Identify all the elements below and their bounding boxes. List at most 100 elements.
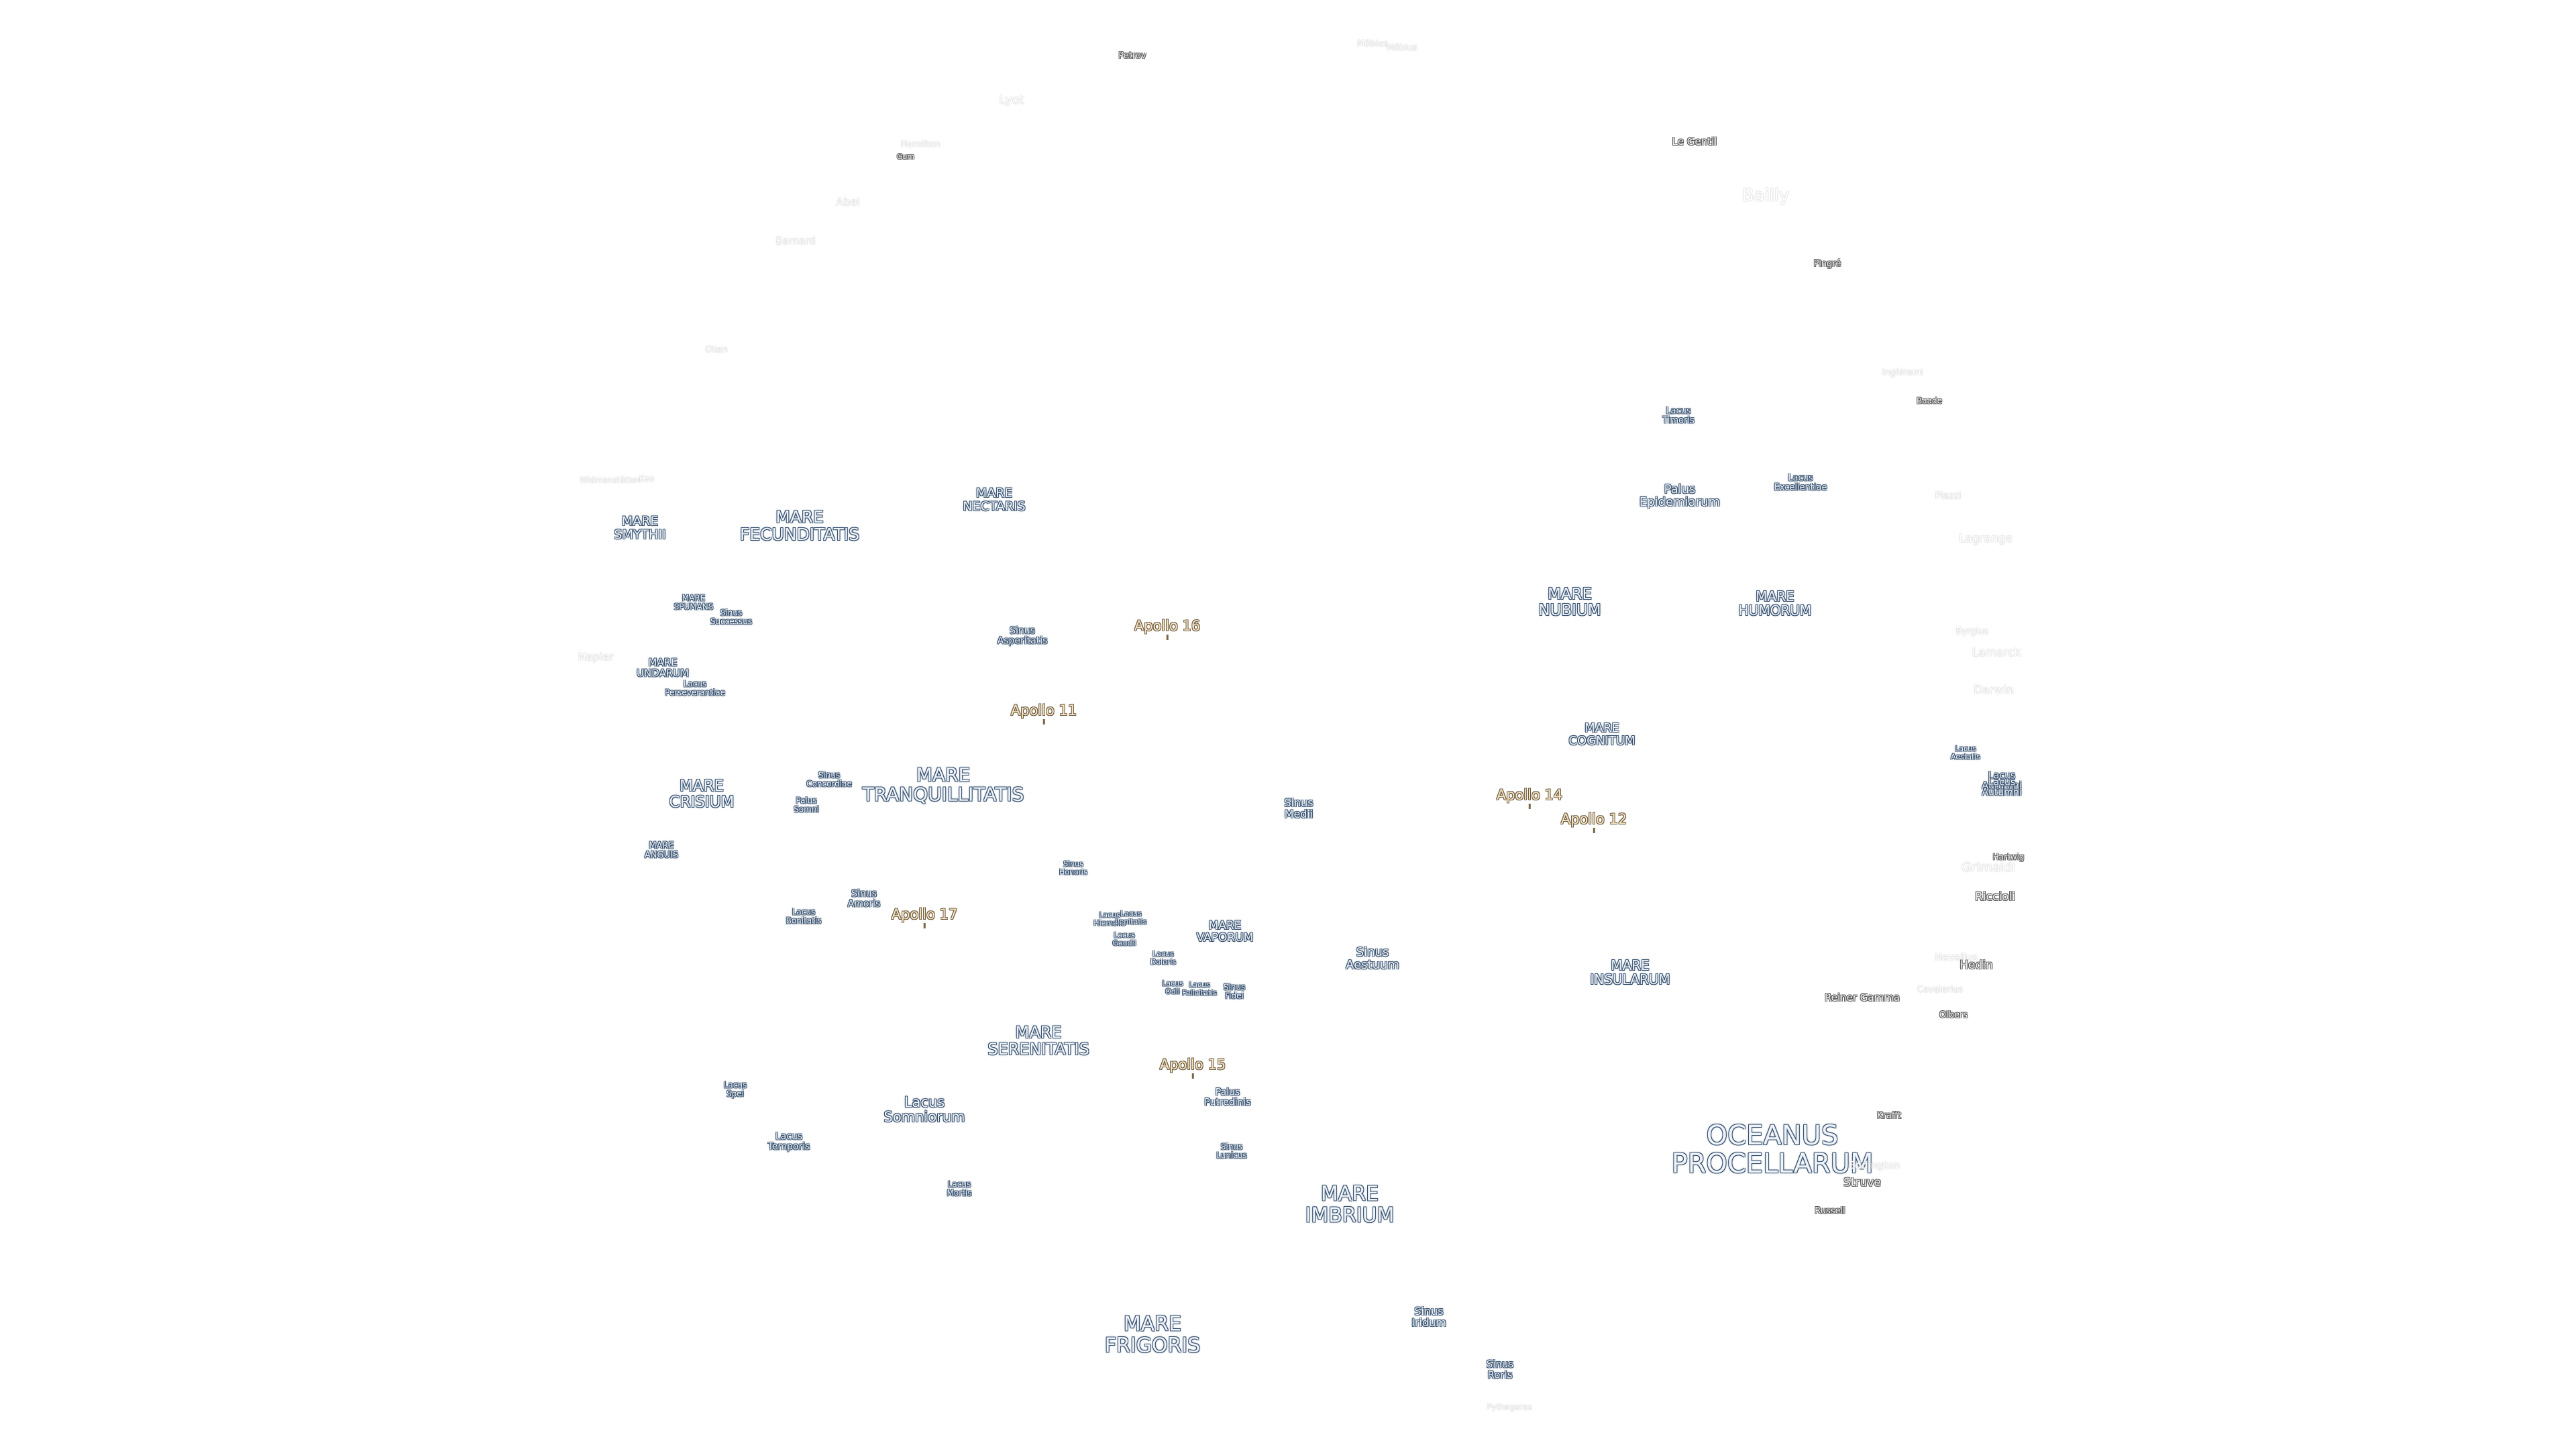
map-label-krafft: Krafft (1877, 1111, 1901, 1122)
map-label-petrov: Petrov (1118, 51, 1146, 62)
map-label-hedin: Hedin (1960, 959, 1993, 973)
map-label-mare-imbrium: MARE IMBRIUM (1305, 1182, 1395, 1227)
map-label-lacus-doloris: Lacus Doloris (1150, 949, 1177, 966)
map-label-oken: Oken (705, 345, 728, 356)
map-label-baade: Baade (1917, 396, 1942, 406)
map-label-lacus-excellentiae: Lacus Excellentiae (1774, 473, 1827, 492)
map-label-sinus-iridum: Sinus Iridum (1411, 1305, 1446, 1329)
map-label-lacus-lenitatis: Lacus Lenitatis (1115, 909, 1147, 926)
apollo-site-apollo-12: Apollo 12 (1560, 810, 1627, 834)
map-label-palus-epidemiarum: Palus Epidemiarum (1639, 482, 1721, 509)
apollo-label: Apollo 17 (891, 906, 958, 922)
map-label-mare-nubium: MARE NUBIUM (1538, 585, 1601, 619)
apollo-site-apollo-16: Apollo 16 (1134, 617, 1201, 641)
map-label-hamilton: Hamilton (900, 140, 941, 150)
map-label-sinus-roris: Sinus Roris (1486, 1358, 1514, 1381)
map-label-lacus-autumni: Lacus Autumni (1982, 770, 2022, 791)
map-label-byrgius: Byrgius (1955, 627, 1989, 637)
map-label-mare-tranquillitatis: MARE TRANQUILLITATIS (862, 763, 1024, 806)
map-label-mare-serenitatis: MARE SERENITATIS (987, 1022, 1089, 1059)
map-label-lacus-felicitatis: Lacus Felicitatis (1182, 980, 1217, 997)
map-label-riccioli: Riccioli (1975, 890, 2015, 904)
map-label-reiner-gamma: Reiner Gamma (1824, 991, 1900, 1004)
map-label-lacus-mortis: Lacus Mortis (947, 1179, 972, 1197)
map-label-mare-nectaris: MARE NECTARIS (963, 486, 1026, 514)
map-label-abel: Abel (836, 195, 860, 209)
map-label-mare-frigoris: MARE FRIGORIS (1104, 1312, 1201, 1357)
apollo-label: Apollo 12 (1560, 810, 1627, 827)
map-label-kao: Kao (639, 474, 655, 484)
map-label-lacus-temporis: Lacus Temporis (767, 1131, 810, 1152)
map-label-oceanus-procellarum: OCEANUS PROCELLARUM (1671, 1120, 1874, 1179)
map-label-sinus-successus: Sinus Successus (710, 608, 753, 626)
map-label-mobius-2: Möbius (1386, 43, 1418, 54)
map-label-inghirami: Inghirami (1882, 368, 1923, 378)
map-label-mare-undarum: MARE UNDARUM (636, 656, 690, 679)
map-label-mare-anguis: MARE ANGUIS (644, 841, 679, 860)
map-label-lacus-spei: Lacus Spei (723, 1080, 747, 1098)
map-label-lacus-somniorum: Lacus Somniorum (883, 1093, 965, 1125)
map-label-mare-crisium: MARE CRISIUM (669, 777, 735, 811)
apollo-label: Apollo 15 (1159, 1056, 1226, 1073)
map-label-sinus-fidei: Sinus Fidei (1223, 982, 1246, 1000)
landing-marker-icon (1593, 828, 1595, 834)
map-label-eddington: Eddington (1848, 1159, 1900, 1172)
apollo-site-apollo-11: Apollo 11 (1010, 702, 1077, 725)
map-label-mare-smythii: MARE SMYTHII (614, 514, 666, 542)
map-label-darwin: Darwin (1974, 684, 2014, 698)
map-label-pingre: Pingré (1813, 259, 1841, 270)
map-label-sinus-amoris: Sinus Amoris (847, 888, 881, 909)
map-label-sinus-lunicus: Sinus Lunicus (1216, 1142, 1247, 1160)
map-label-lacus-timoris: Lacus Timoris (1662, 406, 1695, 425)
landing-marker-icon (923, 923, 926, 929)
map-label-hartwig: Hartwig (1992, 852, 2025, 862)
map-label-lacus-autumni-2: Lacus Autumni (1982, 777, 2022, 798)
map-label-mare-humorum: MARE HUMORUM (1738, 588, 1812, 619)
apollo-label: Apollo 16 (1134, 617, 1201, 634)
map-label-mare-vaporum: MARE VAPORUM (1196, 919, 1254, 945)
map-label-pythagoras: Pythagoras (1487, 1402, 1532, 1412)
map-label-piazzi: Piazzi (1935, 490, 1962, 502)
map-label-lamarck: Lamarck (1972, 646, 2021, 660)
map-label-napier: Napier (578, 650, 614, 663)
map-label-lacus-gaudii: Lacus Gaudii (1112, 930, 1136, 947)
landing-marker-icon (1166, 635, 1169, 641)
map-label-lacus-hiemalis: Lacus Hiemalis (1093, 910, 1126, 927)
map-label-lacus-perseverantiae: Lacus Perseverantiae (665, 679, 725, 697)
map-label-sinus-honoris: Sinus Honoris (1059, 859, 1088, 876)
apollo-site-apollo-15: Apollo 15 (1160, 1057, 1226, 1079)
map-label-palus-somni: Palus Somni (794, 796, 819, 814)
map-label-mobius: Möbius (1356, 39, 1389, 50)
map-label-lacus-odii: Lacus Odii (1162, 979, 1183, 996)
apollo-label: Apollo 11 (1010, 702, 1077, 718)
map-label-russell: Russell (1815, 1206, 1845, 1217)
map-label-lyot: Lyot (999, 93, 1024, 107)
map-label-sinus-medii: Sinus Medii (1284, 796, 1313, 820)
map-label-sinus-asperitatis: Sinus Asperitatis (997, 625, 1048, 646)
map-label-bailly: Bailly (1741, 185, 1790, 206)
landing-marker-icon (1528, 804, 1531, 810)
map-label-lacus-bonitatis: Lacus Bonitatis (786, 907, 822, 925)
map-label-lacus-aestatis: Lacus Aestatis (1951, 744, 1980, 761)
map-label-olbers: Olbers (1939, 1010, 1968, 1021)
map-label-barnard: Barnard (775, 235, 816, 248)
map-label-mare-insularum: MARE INSULARUM (1590, 957, 1670, 987)
map-label-sinus-aestuum: Sinus Aestuum (1346, 945, 1399, 972)
map-label-la-gentil: Le Gentil (1672, 136, 1717, 148)
apollo-site-apollo-17: Apollo 17 (891, 906, 958, 929)
map-label-cavalerius: Cavalerius (1917, 985, 1964, 996)
map-label-struve: Struve (1843, 1176, 1881, 1190)
map-label-lagrange: Lagrange (1958, 532, 2013, 546)
map-label-widmanstatten: Widmanstätten (580, 475, 641, 485)
map-label-mare-cognitum: MARE COGNITUM (1568, 721, 1635, 748)
map-label-mare-fecunditatis: MARE FECUNDITATIS (739, 506, 860, 544)
map-label-hevelius: Hevelius (1934, 951, 1978, 964)
map-label-sinus-concordiae: Sinus Concordiae (806, 770, 852, 788)
map-label-gum: Gum (896, 152, 915, 162)
landing-marker-icon (1042, 719, 1045, 725)
apollo-label: Apollo 14 (1496, 786, 1563, 803)
apollo-site-apollo-14: Apollo 14 (1496, 786, 1563, 810)
map-label-palus-putredinis: Palus Putredinis (1204, 1087, 1251, 1108)
map-label-mare-spumans: MARE SPUMANS (674, 593, 714, 611)
